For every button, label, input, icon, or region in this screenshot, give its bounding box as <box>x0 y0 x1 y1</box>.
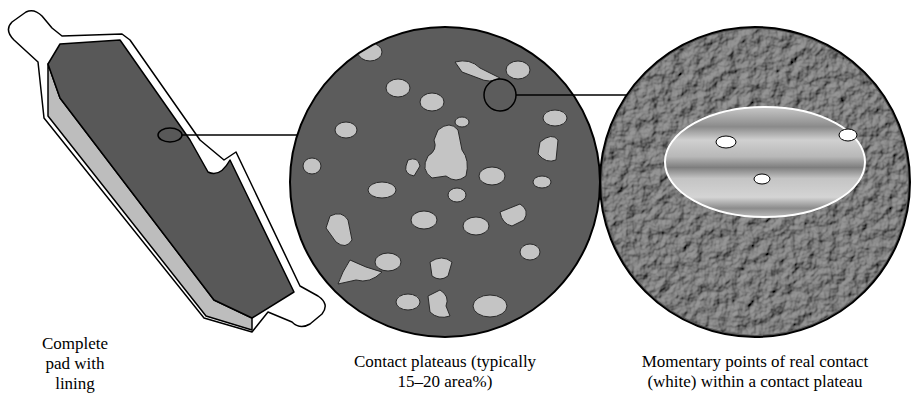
brake-pad <box>8 11 325 332</box>
contact-plateau-blob <box>375 253 401 271</box>
magnify-leader <box>182 134 297 136</box>
caption: Momentary points of real contact (white)… <box>621 352 889 392</box>
sample-spot <box>158 128 182 142</box>
real-contact-point <box>716 136 736 148</box>
real-contact-view <box>600 27 910 337</box>
contact-plateau-blob <box>326 214 352 246</box>
contact-plateau-blob <box>506 61 530 79</box>
contact-plateau-blob <box>368 182 396 198</box>
contact-plateau-blob <box>406 159 420 176</box>
contact-plateau-blob <box>455 61 500 81</box>
contact-plateau-blob <box>425 125 468 180</box>
caption: Contact plateaus (typically 15–20 area%) <box>352 352 538 392</box>
contact-plateau-blob <box>538 136 558 161</box>
contact-plateau-blob <box>543 110 567 126</box>
contact-plateau-blob <box>455 117 469 127</box>
contact-plateau <box>665 107 865 217</box>
contact-plateau-blob <box>430 258 452 279</box>
contact-plateau-view <box>290 27 600 337</box>
contact-plateau-blob <box>520 244 540 260</box>
contact-plateau-blob <box>338 260 382 284</box>
contact-plateau-blob <box>533 176 551 188</box>
contact-plateau-blob <box>448 188 466 202</box>
contact-plateau-blob <box>463 217 489 235</box>
contact-plateau-blob <box>386 79 410 97</box>
friction-lining-top <box>48 40 294 318</box>
contact-plateau-blob <box>411 211 437 229</box>
contact-plateau-blob <box>428 290 450 317</box>
contact-plateau-blob <box>473 295 507 317</box>
magnify-leader <box>516 94 627 96</box>
contact-plateau-blob <box>303 158 321 174</box>
contact-plateau-blob <box>500 204 526 226</box>
contact-plateau-blob <box>479 167 505 185</box>
contact-plateau-blob <box>420 93 444 111</box>
contact-plateau-blob <box>396 294 420 310</box>
contact-plateau-blob <box>358 43 382 61</box>
zoom-ring <box>484 79 516 111</box>
real-contact-point <box>839 129 857 141</box>
contact-plateau-blob <box>335 122 357 138</box>
real-contact-point <box>754 174 770 184</box>
backing-plate <box>8 11 325 332</box>
caption: Complete pad with lining <box>29 334 121 394</box>
